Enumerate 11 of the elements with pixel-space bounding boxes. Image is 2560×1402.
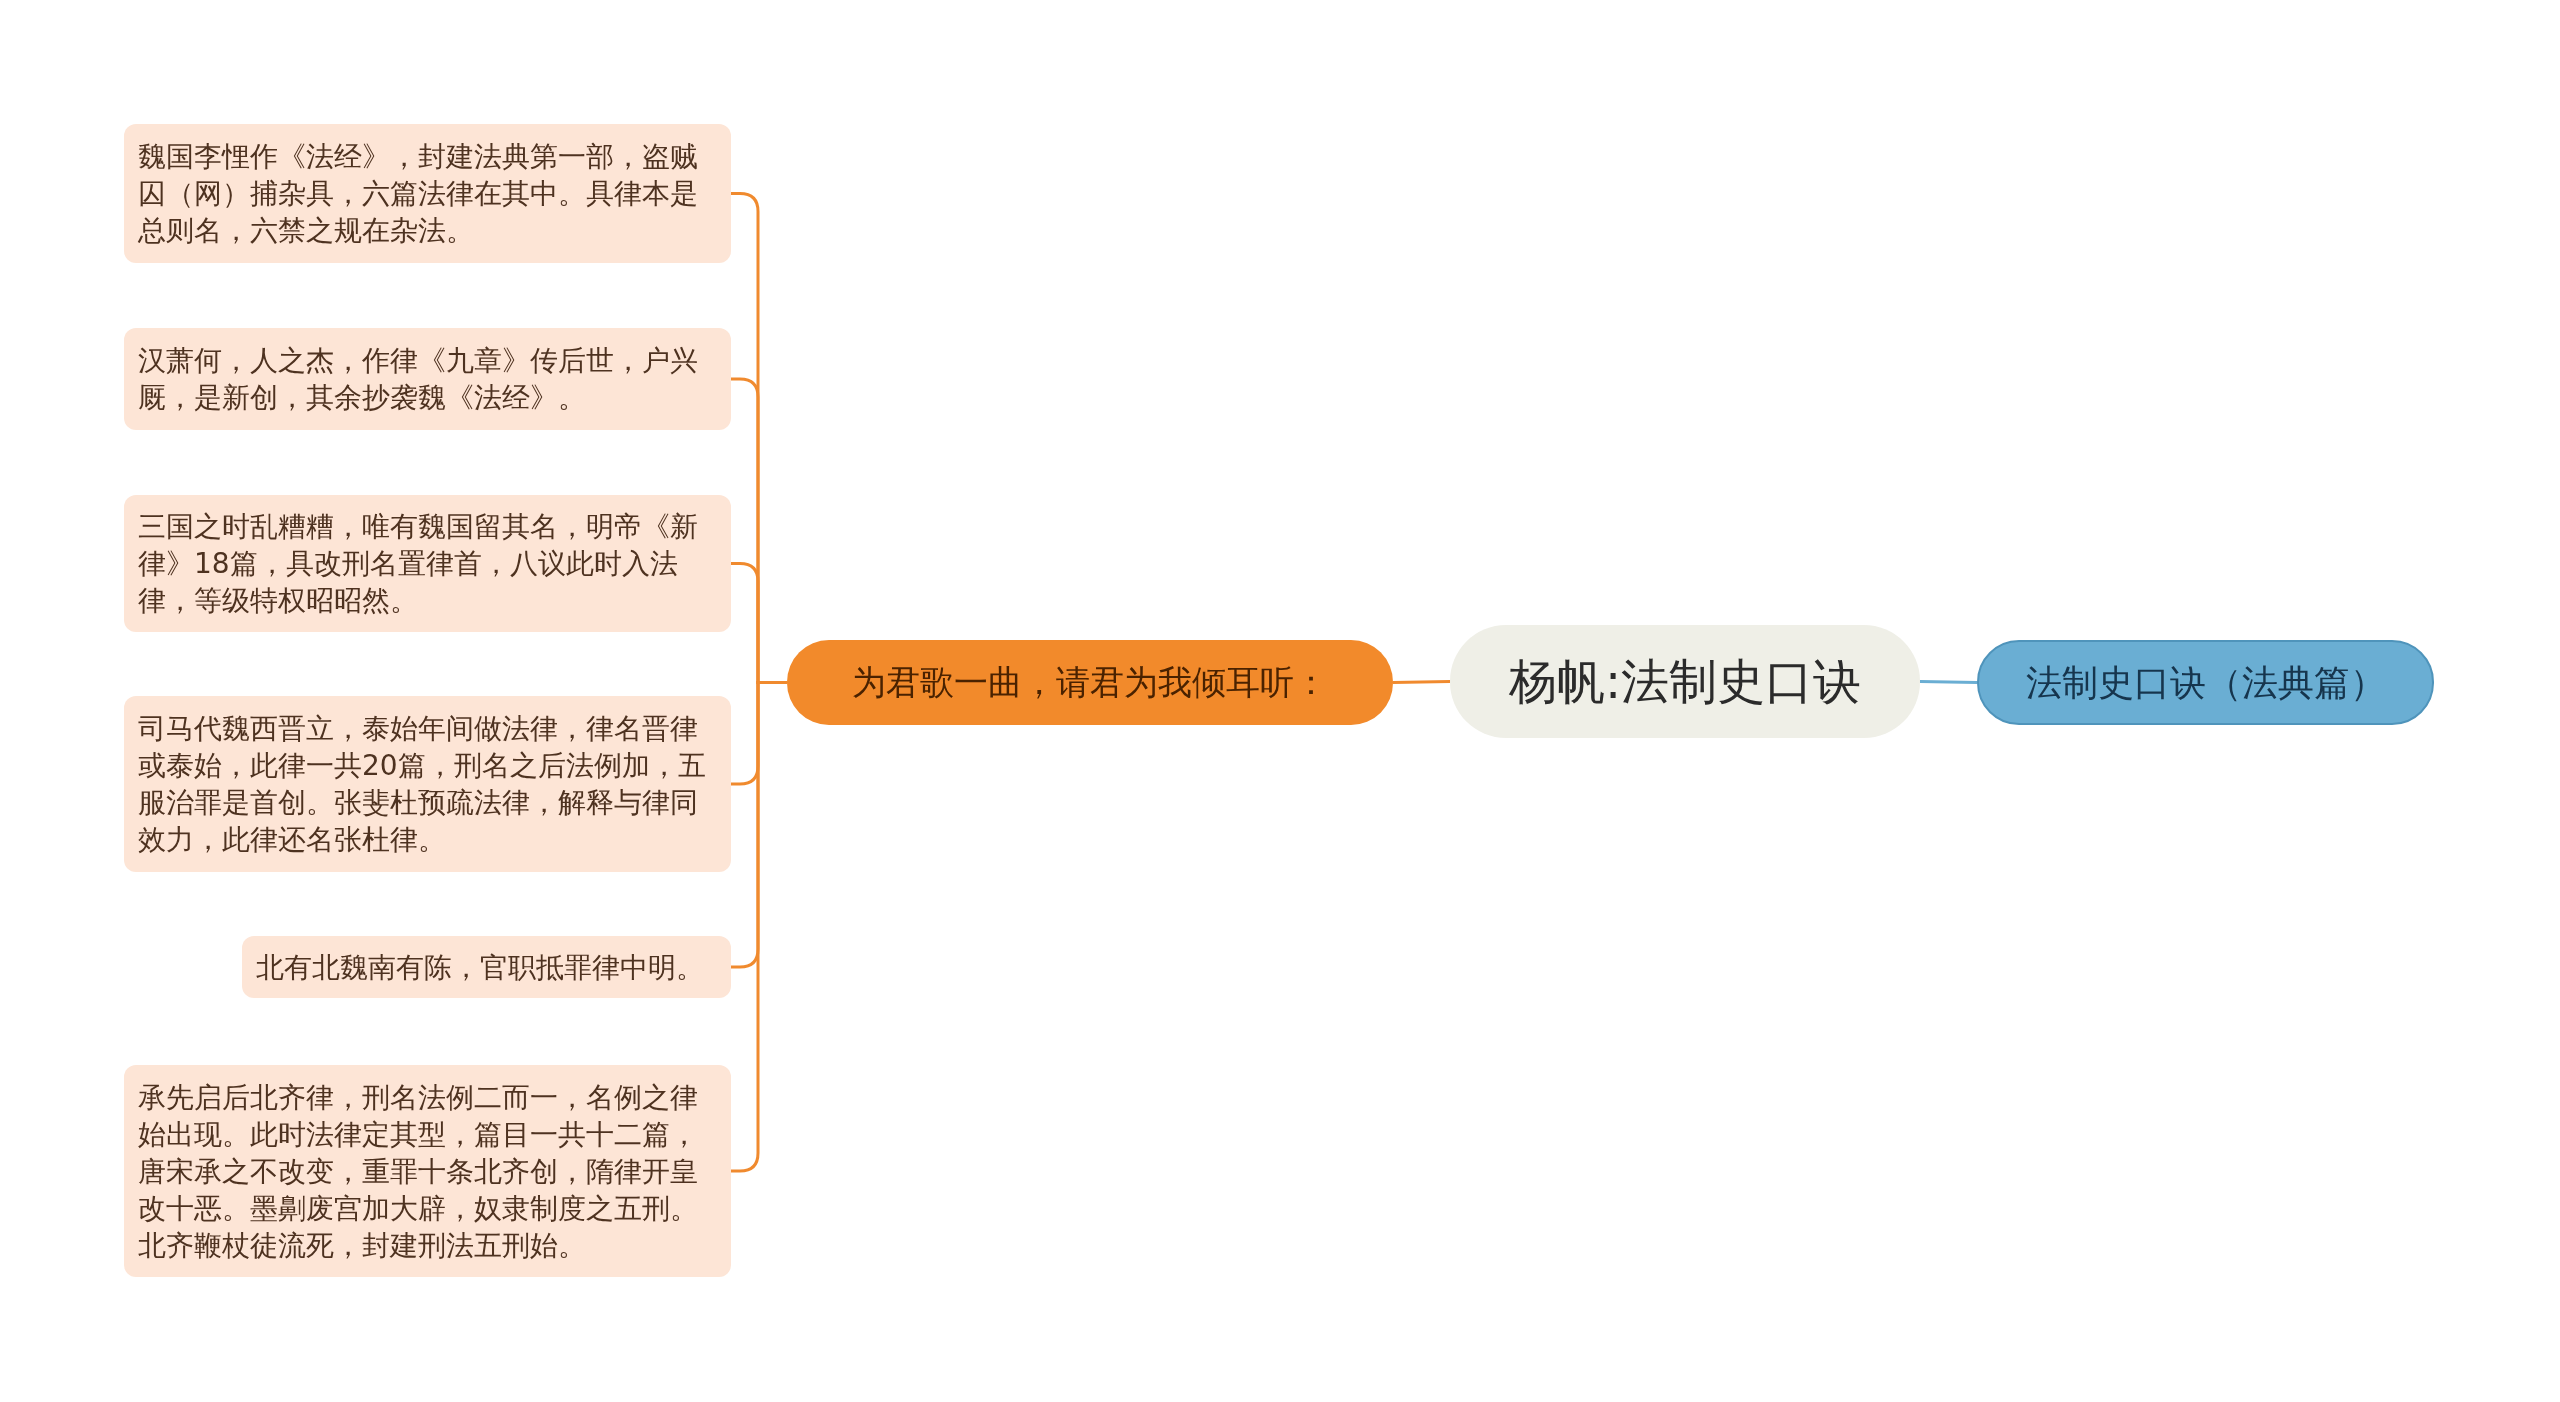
text-card: 三国之时乱糟糟，唯有魏国留其名，明帝《新律》18篇，具改刑名置律首，八议此时入法律，等级特权昭昭然。 <box>124 495 731 632</box>
connector-line <box>1919 680 1978 684</box>
text-card: 承先启后北齐律，刑名法例二而一，名例之律始出现。此时法律定其型，篇目一共十二篇，唐宋承之不改变，重罪十条北齐创，隋律开皇改十恶。墨劓废宫加大辟，奴隶制度之五刑。北齐鞭杖徒流死，封建刑法五刑始。 <box>124 1065 731 1277</box>
text-card: 汉萧何，人之杰，作律《九章》传后世，户兴厩，是新创，其余抄袭魏《法经》。 <box>124 328 731 430</box>
central-topic: 杨帆:法制史口诀 <box>1450 625 1920 738</box>
text-card: 北有北魏南有陈，官职抵罪律中明。 <box>242 936 731 998</box>
text-card: 司马代魏西晋立，泰始年间做法律，律名晋律或泰始，此律一共20篇，刑名之后法例加，五服治罪是首创。张斐杜预疏法律，解释与律同效力，此律还名张杜律。 <box>124 696 731 872</box>
topic-box: 法制史口诀（法典篇） <box>1977 640 2434 725</box>
text-card: 魏国李悝作《法经》，封建法典第一部，盗贼囚（网）捕杂具，六篇法律在其中。具律本是总则名，六禁之规在杂法。 <box>124 124 731 263</box>
topic-box: 为君歌一曲，请君为我倾耳听： <box>787 640 1393 725</box>
connector-line <box>1392 680 1451 684</box>
